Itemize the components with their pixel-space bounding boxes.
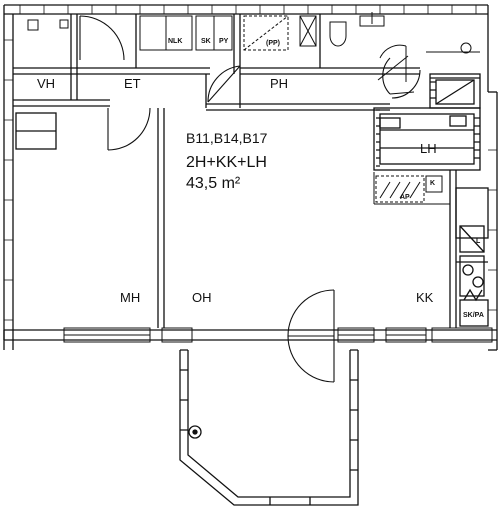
fixture-label-nlk: NLK: [168, 38, 183, 45]
fixture-label-sk-pa: SK/PA: [463, 312, 484, 319]
room-label-lh: LH: [420, 141, 437, 156]
interior-walls: [13, 14, 420, 328]
door-swings: [79, 15, 421, 151]
floor-drain: [188, 425, 202, 439]
entry-marker: [27, 19, 69, 31]
apartment-area: 43,5 m²: [186, 175, 241, 192]
room-label-kk: KK: [416, 290, 434, 305]
room-label-ph: PH: [270, 76, 289, 91]
wall-hatching: [4, 5, 497, 321]
balcony-door: [287, 289, 335, 383]
room-label-vh: VH: [37, 76, 56, 91]
outer-walls: [3, 4, 498, 351]
fixture-label-ap: AP: [400, 194, 410, 201]
kitchen-cabinets: [449, 170, 489, 328]
fixture-label-l: L: [476, 238, 481, 245]
apartment-units: B11,B14,B17: [186, 130, 268, 146]
room-label-oh: OH: [192, 290, 212, 305]
entry-cabinets: [139, 15, 233, 51]
fixture-label-sk: SK: [201, 38, 211, 45]
room-label-et: ET: [124, 76, 141, 91]
bathroom-fixtures: [243, 12, 385, 51]
shower-area: [377, 42, 480, 82]
fixture-label-k: K: [430, 180, 436, 187]
utility-closet: [373, 172, 450, 205]
fixture-label-pp: (PP): [266, 40, 280, 47]
apartment-type: 2H+KK+LH: [186, 154, 267, 171]
windows: [63, 327, 493, 343]
fixture-label-py: PY: [219, 38, 229, 45]
balcony: [179, 349, 359, 506]
sauna-block: [373, 73, 481, 171]
room-label-mh: MH: [120, 290, 141, 305]
